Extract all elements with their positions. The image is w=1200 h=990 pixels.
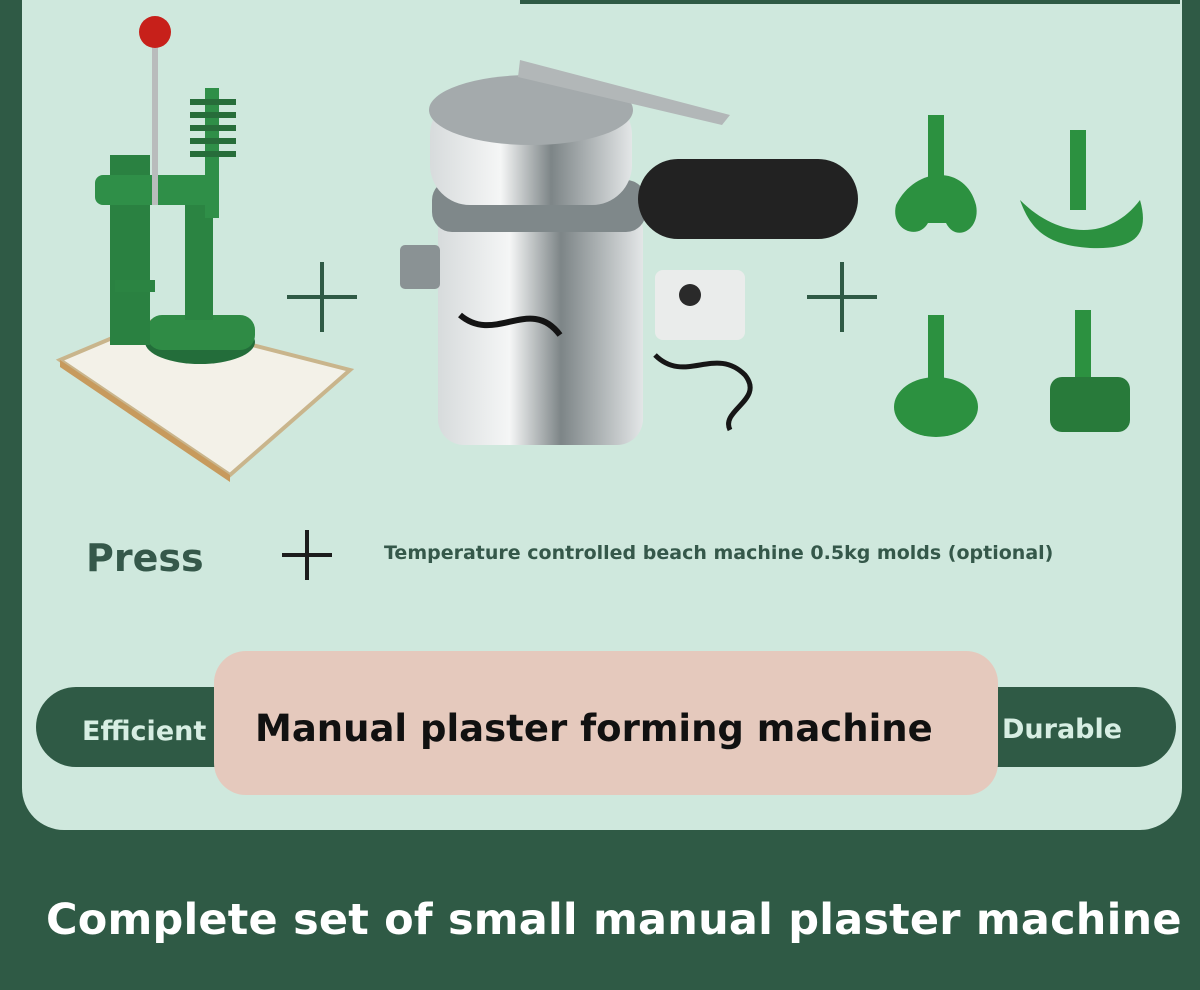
top-divider: [520, 0, 1180, 4]
manual-press-image: [55, 16, 355, 482]
press-label: Press: [86, 536, 204, 580]
center-title-box: [214, 651, 998, 795]
durable-label: Durable: [1002, 714, 1123, 745]
plus-icon: [287, 262, 357, 332]
plus-icon: [807, 262, 877, 332]
temperature-machine-label: Temperature controlled beach machine 0.5…: [384, 542, 1054, 564]
efficient-label: Efficient: [82, 716, 207, 747]
mold-set-image: [894, 115, 1143, 437]
center-title: Manual plaster forming machine: [255, 707, 933, 750]
temperature-controlled-machine-image: [400, 60, 858, 445]
bottom-title: Complete set of small manual plaster mac…: [46, 895, 1182, 945]
plus-icon: [282, 530, 332, 580]
